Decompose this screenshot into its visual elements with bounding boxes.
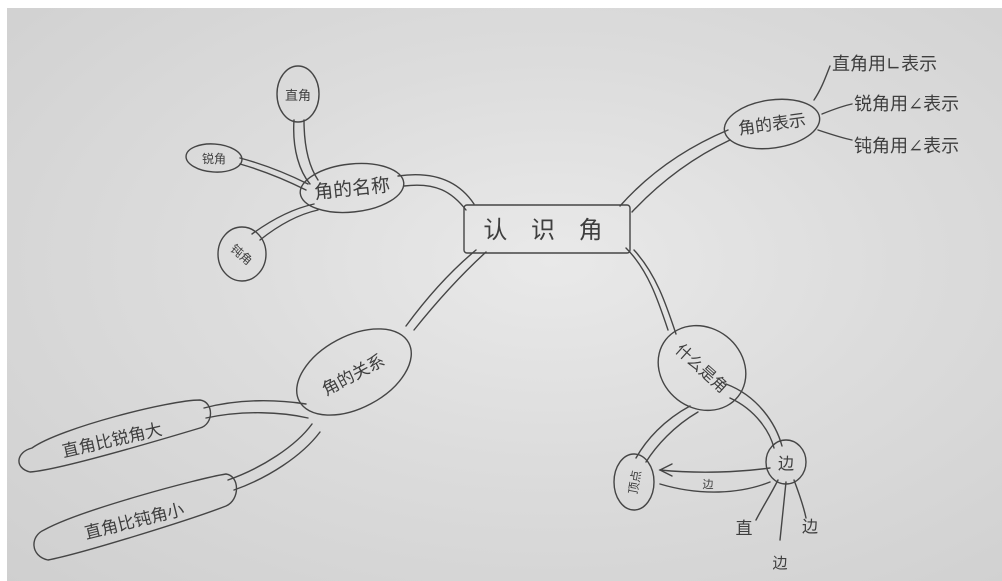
side-leaf-label: 边 <box>778 454 794 473</box>
acute-leaf-label: 锐角 <box>202 152 226 166</box>
connector-relation-bigger <box>204 401 308 418</box>
bottom-char-mid: 边 <box>772 554 787 572</box>
center-label: 认 识 角 <box>483 216 610 244</box>
representation-line-3: 钝角用∠表示 <box>854 136 959 157</box>
connector-representation-1 <box>814 66 830 100</box>
connector-vertex-side-bottom <box>660 482 770 492</box>
what-is-label: 什么是角 <box>672 340 732 397</box>
connector-center-relation <box>406 250 486 330</box>
connector-relation-smaller <box>228 424 320 490</box>
connector-vertex-side-top <box>660 468 770 472</box>
connector-what-vertex <box>636 406 698 462</box>
connector-names-obtuse <box>252 204 318 240</box>
relation-bigger-label: 直角比锐角大 <box>60 420 164 462</box>
connector-representation-2 <box>822 104 852 114</box>
obtuse-leaf-label: 钝角 <box>228 242 255 268</box>
relation-label: 角的关系 <box>319 351 388 401</box>
connector-center-names <box>398 175 474 210</box>
connector-names-acute <box>240 158 308 190</box>
right-angle-leaf-label: 直角 <box>285 89 311 104</box>
connector-side-down-right <box>794 480 806 518</box>
bottom-char-right: 边 <box>802 517 818 536</box>
vertex-leaf-label: 顶点 <box>626 469 644 495</box>
connector-center-representation <box>620 130 730 212</box>
bottom-char-left: 直 <box>736 519 753 539</box>
connector-representation-3 <box>818 130 852 140</box>
connector-side-down-mid <box>780 482 786 540</box>
connector-what-side <box>726 384 782 448</box>
connector-center-what-is <box>626 248 676 334</box>
representation-line-2: 锐角用∠表示 <box>854 94 959 115</box>
vertex-side-edge-label: 边 <box>703 478 714 491</box>
names-label: 角的名称 <box>313 174 391 204</box>
representation-line-1: 直角用∟表示 <box>832 54 937 75</box>
relation-smaller-label: 直角比钝角小 <box>83 500 187 544</box>
representation-label: 角的表示 <box>737 110 807 139</box>
